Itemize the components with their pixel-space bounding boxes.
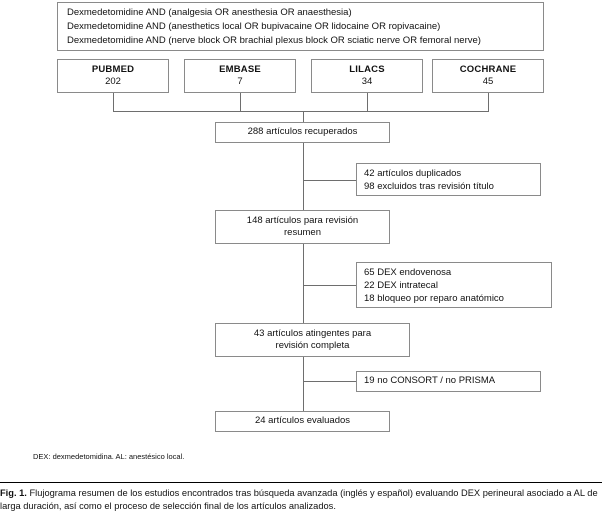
- connector-lilacs-down: [367, 93, 368, 111]
- flow-box-full-review: 43 artículos atingentes para revisión co…: [215, 323, 410, 357]
- query-line-1: Dexmedetomidine AND (analgesia OR anesth…: [67, 6, 352, 18]
- flow-box-evaluated-label: 24 artículos evaluados: [254, 415, 351, 427]
- connector-branch-consort: [303, 381, 356, 382]
- connector-merge-bar: [113, 111, 489, 112]
- flow-box-abstract-review: 148 artículos para revisión resumen: [215, 210, 390, 244]
- database-name-pubmed: PUBMED: [91, 63, 135, 75]
- database-count-lilacs: 34: [361, 76, 373, 87]
- exclusion-route-line-2: 22 DEX intratecal: [364, 279, 438, 291]
- database-box-lilacs: LILACS 34: [311, 59, 423, 93]
- database-count-embase: 7: [237, 76, 243, 87]
- figure-number: Fig. 1.: [0, 488, 27, 498]
- flow-box-full-review-line-1: 43 artículos atingentes para: [253, 327, 372, 339]
- exclusion-box-consort: 19 no CONSORT / no PRISMA: [356, 371, 541, 392]
- exclusion-box-route: 65 DEX endovenosa 22 DEX intratecal 18 b…: [356, 262, 552, 308]
- connector-full-to-evaluated: [303, 357, 304, 411]
- connector-branch-route: [303, 285, 356, 286]
- exclusion-duplicates-line-1: 42 artículos duplicados: [364, 167, 462, 179]
- database-count-cochrane: 45: [482, 76, 494, 87]
- figure-caption: Fig. 1. Flujograma resumen de los estudi…: [0, 487, 602, 513]
- flow-box-full-review-line-2: revisión completa: [275, 340, 350, 351]
- database-name-embase: EMBASE: [219, 63, 261, 75]
- exclusion-consort-label: 19 no CONSORT / no PRISMA: [364, 375, 496, 387]
- database-box-cochrane: COCHRANE 45: [432, 59, 544, 93]
- connector-embase-down: [240, 93, 241, 111]
- connector-merge-to-retrieved: [303, 111, 304, 122]
- exclusion-duplicates-line-2: 98 excluidos tras revisión título: [364, 180, 494, 192]
- query-line-2: Dexmedetomidine AND (anesthetics local O…: [67, 20, 441, 32]
- figure-caption-text: Flujograma resumen de los estudios encon…: [0, 488, 598, 511]
- query-line-3: Dexmedetomidine AND (nerve block OR brac…: [67, 34, 481, 46]
- flow-box-abstract-review-line-2: resumen: [284, 227, 321, 238]
- database-box-embase: EMBASE 7: [184, 59, 296, 93]
- flow-box-retrieved-label: 288 artículos recuperados: [247, 126, 358, 138]
- exclusion-box-duplicates: 42 artículos duplicados 98 excluidos tra…: [356, 163, 541, 196]
- flow-box-abstract-review-line-1: 148 artículos para revisión: [246, 214, 359, 226]
- connector-cochrane-down: [488, 93, 489, 111]
- connector-abstract-to-full: [303, 244, 304, 323]
- exclusion-route-line-3: 18 bloqueo por reparo anatómico: [364, 292, 504, 304]
- flow-box-retrieved: 288 artículos recuperados: [215, 122, 390, 143]
- database-box-pubmed: PUBMED 202: [57, 59, 169, 93]
- database-name-lilacs: LILACS: [349, 63, 385, 75]
- flow-box-evaluated: 24 artículos evaluados: [215, 411, 390, 432]
- caption-divider: [0, 482, 602, 483]
- database-count-pubmed: 202: [105, 76, 121, 87]
- database-name-cochrane: COCHRANE: [459, 63, 517, 75]
- abbreviation-legend: DEX: dexmedetomidina. AL: anestésico loc…: [33, 452, 185, 461]
- search-query-box: Dexmedetomidine AND (analgesia OR anesth…: [57, 2, 544, 51]
- connector-branch-duplicates: [303, 180, 356, 181]
- connector-retrieved-to-abstract: [303, 143, 304, 210]
- connector-pubmed-down: [113, 93, 114, 111]
- exclusion-route-line-1: 65 DEX endovenosa: [364, 266, 452, 278]
